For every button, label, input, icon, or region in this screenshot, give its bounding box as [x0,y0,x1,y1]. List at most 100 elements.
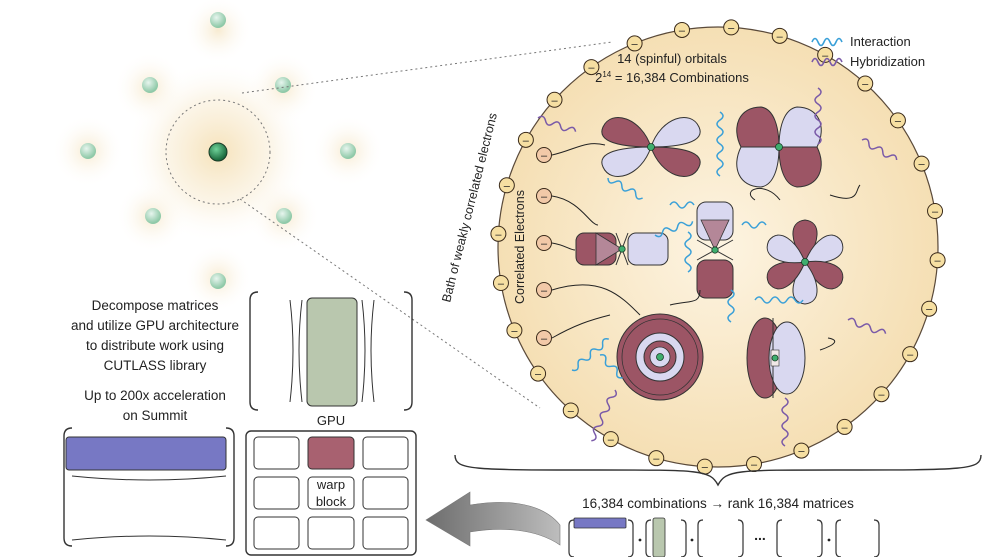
warp-label: warp [316,477,345,492]
decompose-line: Decompose matrices [92,298,219,313]
lattice-atom [340,143,356,159]
electron-minus-symbol: – [895,115,902,127]
flow-arrow [425,491,561,547]
bath-electron: – [723,19,740,36]
bath-electron: – [927,202,944,219]
orbital-ring [616,313,704,401]
electron-minus-symbol: – [862,79,869,91]
legend: Interaction Hybridization [811,34,925,69]
correlated-electron: – [536,147,552,163]
bath-electron: – [696,458,713,475]
electron-minus-symbol: – [541,150,548,162]
decompose-line: to distribute work using [86,338,224,353]
electron-minus-symbol: – [777,31,784,43]
electron-minus-symbol: – [504,180,511,192]
bath-electron: – [771,27,788,44]
bath-electron: – [517,131,534,148]
bath-electron: – [836,418,853,435]
lattice-atom [145,208,161,224]
orbital-flower [766,219,844,305]
rank-text: 16,384 combinations → rank 16,384 matric… [582,496,854,511]
green-column [652,517,666,557]
bath-electron: – [929,252,946,269]
electron-minus-symbol: – [495,229,502,241]
electron-minus-symbol: – [728,22,735,34]
hybridization-wave-icon [811,57,843,67]
bath-electron: – [492,275,509,292]
lattice [52,0,384,312]
hybridization-waves [537,87,898,447]
acceleration-line: on Summit [123,408,188,423]
electron-minus-symbol: – [822,50,829,62]
electron-minus-symbol: – [551,95,558,107]
combinations-line: 214 = 16,384 Combinations [595,70,749,85]
decompose-line: and utilize GPU architecture [71,318,239,333]
block-label: block [316,494,347,509]
warp-cell [307,436,355,470]
bath-electron: – [546,91,563,108]
electron-minus-symbol: – [653,453,660,465]
bath-electron: – [506,322,523,339]
blue-row [65,436,227,471]
lattice-atom [210,12,226,28]
electron-minus-symbol: – [535,369,542,381]
bath-electron: – [913,155,930,172]
electron-minus-symbol: – [498,278,505,290]
lattice-atom [275,77,291,93]
correlated-electron: – [536,282,552,298]
lattice-center-atom [208,142,228,162]
ellipsis: ... [754,527,766,543]
acceleration-line: Up to 200x acceleration [84,388,226,403]
electron-minus-symbol: – [907,349,914,361]
bath-electron: – [793,442,810,459]
orbital-disk-side [746,317,806,399]
zoom-line-top [241,41,613,94]
gpu-cell [307,476,355,510]
electron-minus-symbol: – [935,255,942,267]
bath-electron: – [490,225,507,242]
bath-electrons: – – – – – – – – – – – – – – – – – – – – – – – – – – – – [490,19,946,475]
bath-electron: – [530,365,547,382]
electron-minus-symbol: – [608,434,615,446]
gpu-label: GPU [317,413,345,428]
bath-electron: – [857,75,874,92]
separator-dot [690,538,694,542]
electron-minus-symbol: – [588,62,595,74]
bath-electron: – [746,456,763,473]
electron-minus-symbol: – [702,462,709,474]
gpu-cell [253,516,300,550]
correlated-electrons-label: Correlated Electrons [513,190,527,304]
electron-minus-symbol: – [541,238,548,250]
flower-petal [766,234,806,264]
bath-electron: – [602,431,619,448]
gpu-panel: GPU warp block [245,413,417,556]
correlated-electrons: ––––– [536,147,552,346]
electron-minus-symbol: – [926,304,933,316]
acceleration-text: Up to 200x acceleration on Summit [84,388,226,423]
electron-minus-symbol: – [679,25,686,37]
orbital-p-horizontal [575,232,669,266]
electron-minus-symbol: – [511,325,518,337]
matrices-row: ... [568,517,880,557]
decompose-line: CUTLASS library [104,358,207,373]
interaction-waves [571,111,804,379]
bath-circle [497,26,939,468]
electron-minus-symbol: – [878,389,885,401]
lattice-atom [276,208,292,224]
bath-electron: – [583,59,600,76]
gpu-cell [253,436,300,470]
electron-minus-symbol: – [523,135,530,147]
separator-dot [827,538,831,542]
decompose-text: Decompose matrices and utilize GPU archi… [71,298,239,373]
bath-electron: – [648,450,665,467]
electron-minus-symbol: – [919,159,926,171]
electron-minus-symbol: – [798,446,805,458]
focus-ring [165,99,271,205]
bath-electron: – [673,21,690,38]
matrix-column-view [249,291,413,411]
lattice-atom [142,77,158,93]
green-column [306,297,358,407]
bath-electron: – [873,386,890,403]
correlated-electron: – [536,188,552,204]
